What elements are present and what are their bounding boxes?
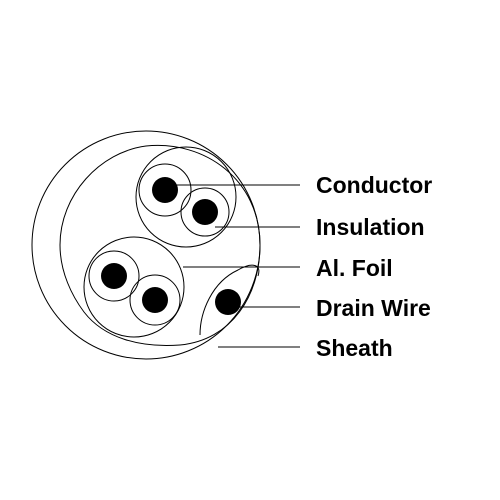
insulation-label: Insulation bbox=[316, 214, 425, 240]
foil-label: Al. Foil bbox=[316, 255, 393, 281]
drain-wire-conductor bbox=[215, 289, 241, 315]
lower-insulation-1 bbox=[88, 250, 140, 302]
sheath-outer-outline bbox=[31, 130, 261, 360]
upper-conductor-1 bbox=[152, 177, 178, 203]
upper-insulation-2 bbox=[180, 187, 230, 237]
upper-conductor-2 bbox=[192, 199, 218, 225]
drain-wire-label: Drain Wire bbox=[316, 295, 431, 321]
lower-pair-foil bbox=[83, 236, 185, 338]
upper-insulation-1 bbox=[138, 163, 192, 217]
upper-pair-foil bbox=[135, 146, 237, 248]
lower-conductor-1 bbox=[101, 263, 127, 289]
lower-insulation-2 bbox=[129, 274, 181, 326]
sheath-label: Sheath bbox=[316, 335, 393, 361]
conductor-label: Conductor bbox=[316, 172, 432, 198]
sheath-inner-outline bbox=[59, 144, 261, 346]
lower-conductor-2 bbox=[142, 287, 168, 313]
